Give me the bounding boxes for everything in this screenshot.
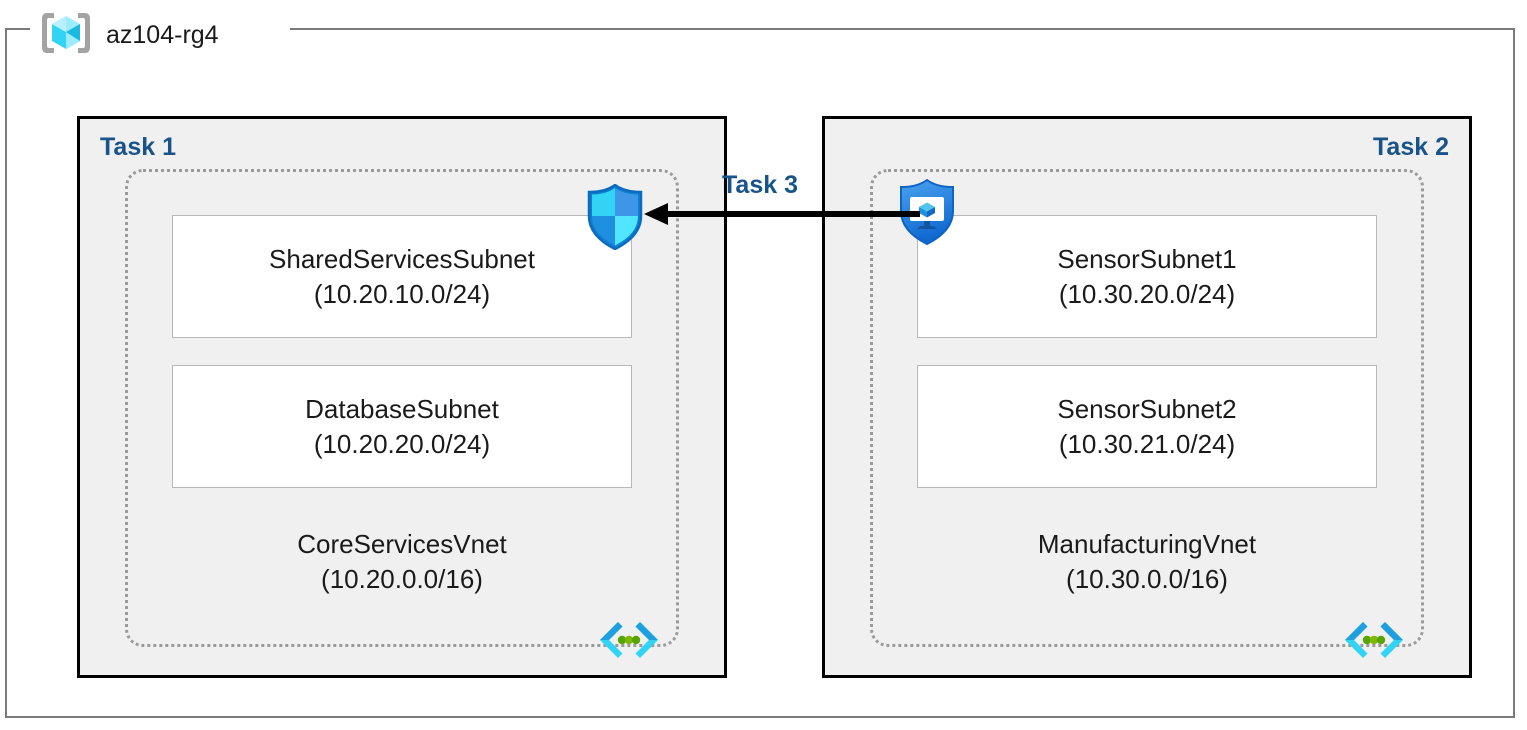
task-1-panel: Task 1 SharedServicesSubnet (10.20.10.0/… (77, 116, 727, 678)
subnet-database: DatabaseSubnet (10.20.20.0/24) (172, 365, 632, 488)
subnet-name: DatabaseSubnet (305, 393, 499, 424)
task-2-label: Task 2 (1373, 133, 1449, 161)
vnet-cidr: (10.20.0.0/16) (321, 563, 483, 594)
subnet-shared-services: SharedServicesSubnet (10.20.10.0/24) (172, 215, 632, 338)
vnet-core-services: SharedServicesSubnet (10.20.10.0/24) Dat… (125, 169, 679, 658)
resource-group-cube-icon (38, 10, 94, 61)
resource-group-title: az104-rg4 (38, 10, 219, 61)
vnet-peering-arrow (644, 203, 920, 225)
subnet-cidr: (10.20.10.0/24) (313, 278, 491, 309)
subnet-sensor-2: SensorSubnet2 (10.30.21.0/24) (917, 365, 1377, 488)
subnet-name: SensorSubnet1 (1057, 243, 1237, 274)
subnet-cidr: (10.30.20.0/24) (1058, 278, 1236, 309)
subnet-cidr: (10.30.21.0/24) (1058, 428, 1236, 459)
vnet-manufacturing: SensorSubnet1 (10.30.20.0/24) SensorSubn… (870, 169, 1424, 658)
vnet-name: CoreServicesVnet (297, 529, 507, 559)
subnet-name: SharedServicesSubnet (269, 243, 535, 274)
subnet-cidr: (10.20.20.0/24) (313, 428, 491, 459)
resource-group-name: az104-rg4 (106, 21, 219, 49)
resource-group-boundary (5, 28, 1515, 718)
vnet-caption: ManufacturingVnet (10.30.0.0/16) (873, 527, 1421, 597)
firewall-shield-icon (585, 183, 645, 251)
subnet-name: SensorSubnet2 (1057, 393, 1237, 424)
vnet-name: ManufacturingVnet (1037, 529, 1257, 559)
task-3-label: Task 3 (722, 171, 798, 199)
vnet-brackets-icon (1343, 618, 1405, 658)
vnet-caption: CoreServicesVnet (10.20.0.0/16) (128, 527, 676, 597)
vnet-cidr: (10.30.0.0/16) (1066, 563, 1228, 594)
subnet-sensor-1: SensorSubnet1 (10.30.20.0/24) (917, 215, 1377, 338)
vnet-brackets-icon (598, 618, 660, 658)
task-1-label: Task 1 (100, 133, 176, 161)
